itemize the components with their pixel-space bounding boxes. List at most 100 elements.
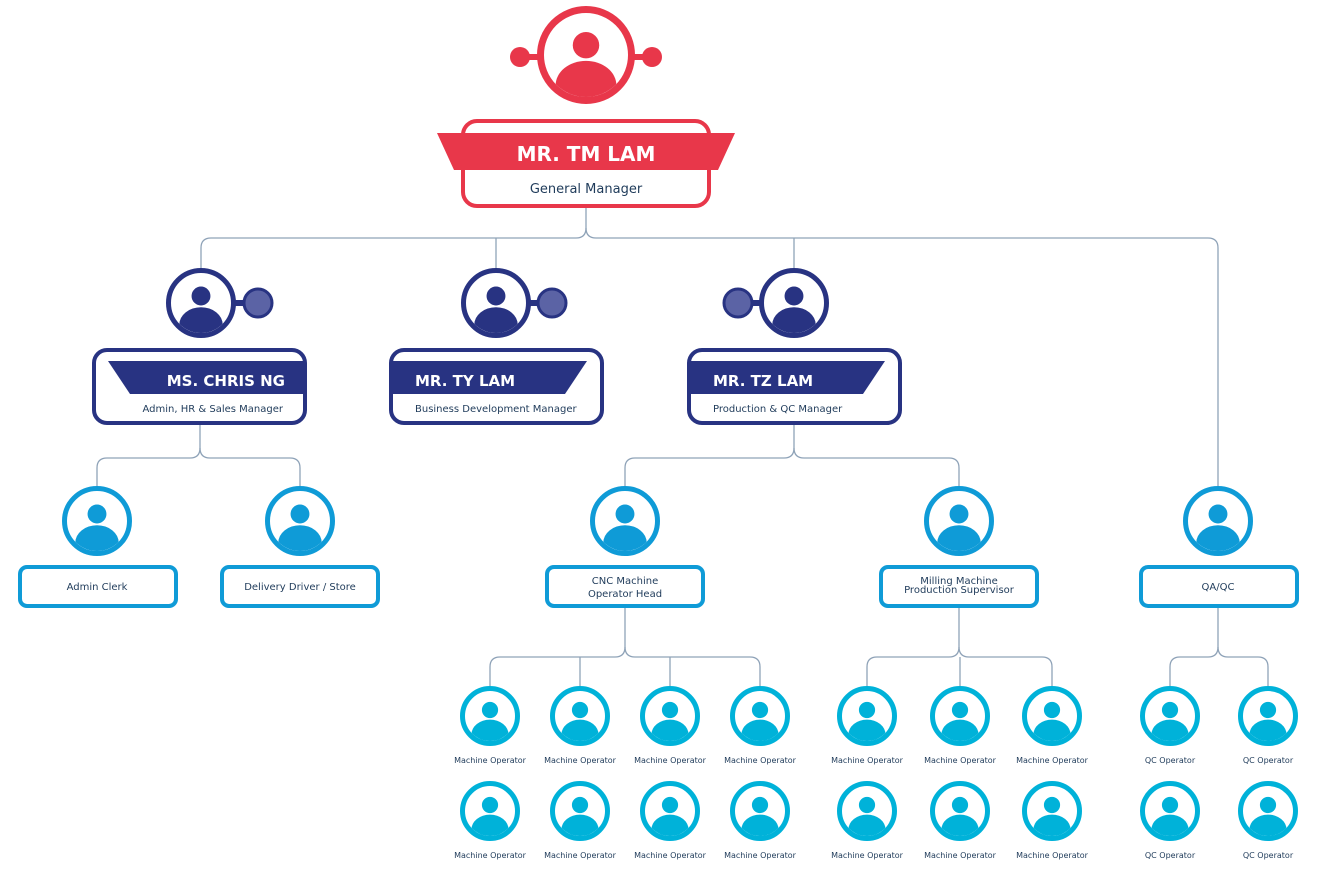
node-operator: QC Operator — [1140, 781, 1200, 860]
role-label: QC Operator — [1243, 756, 1294, 765]
connector-line — [1217, 646, 1269, 688]
role-label: Machine Operator — [634, 756, 707, 765]
role-card — [1139, 565, 1299, 608]
role-label: Milling Machine — [920, 576, 997, 587]
person-icon — [537, 6, 635, 104]
role-label: Machine Operator — [544, 756, 617, 765]
node-manager: MR. TZ LAM Production & QC Manager — [687, 268, 902, 425]
node-operator: Machine Operator — [1016, 686, 1089, 765]
node-manager: MS. CHRIS NG Admin, HR & Sales Manager — [92, 268, 307, 425]
connector-line — [96, 424, 201, 488]
role-label: Business Development Manager — [415, 404, 577, 415]
person-icon — [640, 781, 700, 841]
dot-icon — [642, 47, 662, 67]
role-label: Machine Operator — [831, 756, 904, 765]
person-icon — [924, 486, 994, 556]
node-operator: Machine Operator — [454, 781, 527, 860]
role-label: Machine Operator — [1016, 756, 1089, 765]
role-label: Machine Operator — [724, 756, 797, 765]
node-operator: Machine Operator — [831, 781, 904, 860]
node-staff: Delivery Driver / Store — [220, 486, 380, 608]
role-label: Operator Head — [588, 589, 662, 600]
role-label: Machine Operator — [724, 851, 797, 860]
role-label: Machine Operator — [831, 851, 904, 860]
connector-line — [489, 607, 626, 688]
role-label: QA/QC — [1202, 582, 1235, 593]
person-icon — [930, 781, 990, 841]
role-label: General Manager — [530, 182, 643, 197]
person-icon — [930, 686, 990, 746]
role-label: Machine Operator — [1016, 851, 1089, 860]
person-icon — [1140, 781, 1200, 841]
dot-icon — [510, 47, 530, 67]
name-banner — [437, 133, 735, 170]
connector-lines — [96, 207, 1269, 688]
role-label: Delivery Driver / Store — [244, 582, 356, 593]
role-label: Production Supervisor — [904, 585, 1015, 596]
person-icon — [1183, 486, 1253, 556]
role-label: Machine Operator — [924, 756, 997, 765]
name-banner — [391, 361, 587, 394]
connector-line — [958, 646, 1053, 688]
person-icon — [837, 781, 897, 841]
node-operator: QC Operator — [1238, 781, 1298, 860]
person-name: MR. TM LAM — [517, 142, 656, 166]
role-label: Admin Clerk — [67, 582, 128, 593]
person-icon — [759, 268, 829, 338]
name-banner — [689, 361, 885, 394]
person-icon — [62, 486, 132, 556]
node-operator: Machine Operator — [634, 686, 707, 765]
person-icon — [837, 686, 897, 746]
node-operator: Machine Operator — [454, 686, 527, 765]
node-operator: Machine Operator — [1016, 781, 1089, 860]
node-operator: QC Operator — [1140, 686, 1200, 765]
role-label: QC Operator — [1145, 851, 1196, 860]
person-icon — [590, 486, 660, 556]
node-operator: Machine Operator — [634, 781, 707, 860]
person-icon — [730, 686, 790, 746]
connector-line — [199, 447, 301, 488]
dot-icon — [242, 287, 274, 319]
node-operator: Machine Operator — [724, 781, 797, 860]
role-label: Machine Operator — [924, 851, 997, 860]
person-icon — [640, 686, 700, 746]
person-name: MS. CHRIS NG — [167, 372, 285, 390]
role-card — [220, 565, 380, 608]
role-label: Machine Operator — [634, 851, 707, 860]
role-label: Machine Operator — [544, 851, 617, 860]
person-icon — [1140, 686, 1200, 746]
connector-line — [866, 607, 960, 688]
connector-line — [624, 424, 795, 488]
connector-line — [200, 207, 587, 270]
role-card — [545, 565, 705, 608]
node-staff: Admin Clerk — [18, 486, 178, 608]
person-icon — [1022, 686, 1082, 746]
role-label: QC Operator — [1243, 851, 1294, 860]
node-operator: Machine Operator — [544, 686, 617, 765]
role-card — [18, 565, 178, 608]
connector-line — [585, 227, 1219, 488]
role-label: Machine Operator — [454, 851, 527, 860]
person-icon — [166, 268, 236, 338]
person-name: MR. TZ LAM — [713, 372, 813, 390]
node-operator: QC Operator — [1238, 686, 1298, 765]
connector-line — [793, 447, 960, 488]
person-icon — [265, 486, 335, 556]
person-icon — [730, 781, 790, 841]
node-operator: Machine Operator — [831, 686, 904, 765]
role-label: CNC Machine — [592, 576, 658, 587]
dot-icon — [536, 287, 568, 319]
dot-icon — [722, 287, 754, 319]
role-label: Machine Operator — [454, 756, 527, 765]
role-label: Production & QC Manager — [713, 404, 843, 415]
node-staff: QA/QC — [1139, 486, 1299, 608]
person-icon — [550, 686, 610, 746]
name-banner — [108, 361, 305, 394]
person-icon — [550, 781, 610, 841]
person-icon — [460, 781, 520, 841]
person-icon — [1022, 781, 1082, 841]
role-label: Admin, HR & Sales Manager — [143, 404, 284, 415]
